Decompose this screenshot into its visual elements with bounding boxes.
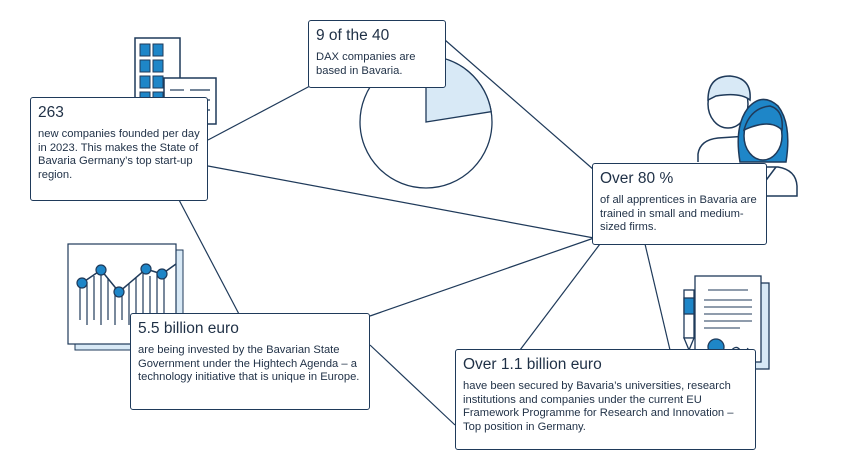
fact-text-dax: DAX companies are based in Bavaria. [316,51,416,77]
fact-headline-apprentices: Over 80 % [600,170,674,187]
fact-text-apprentices: of all apprentices in Bavaria are traine… [600,194,757,234]
fact-text-hightech: are being invested by the Bavarian State… [138,344,360,384]
pie-chart-icon [359,55,493,189]
fact-headline-hightech: 5.5 billion euro [138,320,239,337]
people-icon [697,75,798,197]
fact-box-apprentices: Over 80 % of all apprentices in Bavaria … [592,163,767,245]
fact-box-startups: 263 new companies founded per day in 202… [30,97,208,201]
fact-box-hightech: 5.5 billion euro are being invested by t… [130,313,370,410]
connector-lines [177,39,671,426]
fact-headline-dax: 9 of the 40 [316,27,390,44]
fact-headline-eu-funding: Over 1.1 billion euro [463,356,602,373]
fact-box-dax: 9 of the 40 DAX companies are based in B… [308,20,446,88]
fact-headline-startups: 263 [38,104,64,121]
fact-text-eu-funding: have been secured by Bavaria’s universit… [463,380,734,433]
fact-text-startups: new companies founded per day in 2023. T… [38,128,200,181]
fact-box-eu-funding: Over 1.1 billion euro have been secured … [455,349,756,450]
